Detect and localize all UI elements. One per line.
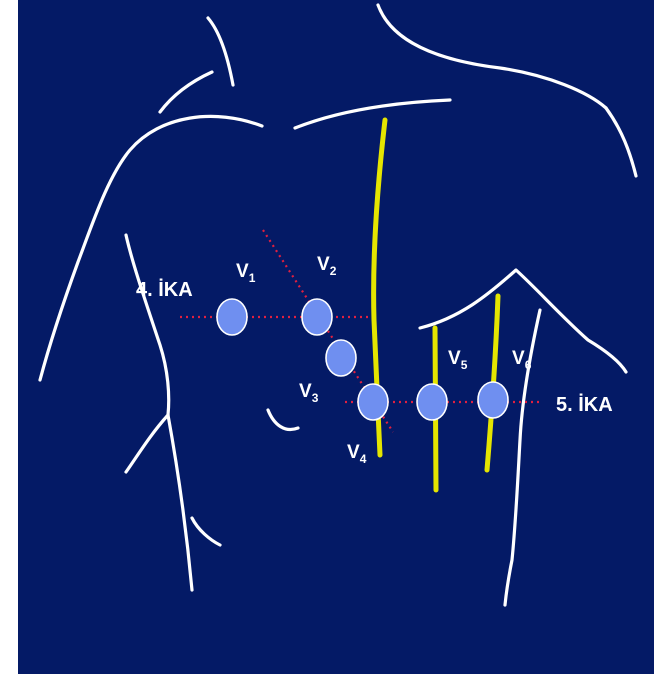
- electrode-label-v4-number: 4: [360, 452, 367, 466]
- diagram-background: [18, 0, 654, 674]
- electrode-v2: [302, 299, 332, 335]
- electrode-v3: [326, 340, 356, 376]
- electrode-v1: [217, 299, 247, 335]
- electrode-label-v1-number: 1: [249, 271, 256, 285]
- electrode-label-v3-number: 3: [312, 391, 319, 405]
- electrode-label-v5-letter: V: [448, 348, 461, 369]
- electrode-label-v5-number: 5: [461, 358, 468, 372]
- electrode-v5: [417, 384, 447, 420]
- electrode-label-v6-letter: V: [512, 348, 525, 369]
- fourth-intercostal-label: 4. İKA: [136, 278, 193, 301]
- electrode-label-v4-letter: V: [347, 442, 360, 463]
- electrode-label-v6-number: 6: [525, 358, 532, 372]
- electrode-label-v2-number: 2: [330, 264, 337, 278]
- electrode-v4: [358, 384, 388, 420]
- electrode-label-v2-letter: V: [317, 254, 330, 275]
- electrode-label-v1-letter: V: [236, 261, 249, 282]
- electrode-v6: [478, 382, 508, 418]
- electrode-label-v3-letter: V: [299, 381, 312, 402]
- fifth-intercostal-label: 5. İKA: [556, 393, 613, 416]
